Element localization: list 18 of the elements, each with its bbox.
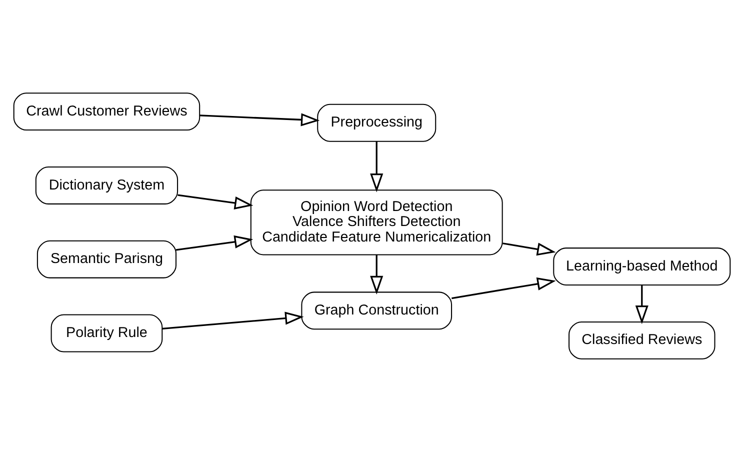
arrow [175, 234, 253, 250]
node-box: Learning-based Method [552, 247, 730, 286]
node-box: Preprocessing [316, 103, 436, 142]
arrow [634, 284, 648, 324]
arrow [370, 254, 383, 294]
node-box: Graph Construction [300, 291, 452, 330]
arrow [502, 242, 556, 256]
node-box: Dictionary System [34, 166, 178, 204]
node-box: Classified Reviews [568, 320, 715, 359]
arrow [370, 140, 383, 192]
node-box: Opinion Word Detection Valence Shifters Detection Candidate Feature Numericalization [250, 189, 502, 255]
arrow [451, 276, 556, 299]
arrow [162, 311, 304, 329]
arrow [177, 194, 253, 209]
node-box: Semantic Parisng [36, 240, 176, 278]
node-box: Polarity Rule [50, 314, 162, 352]
node-box: Crawl Customer Reviews [12, 92, 200, 130]
arrow [199, 112, 320, 126]
